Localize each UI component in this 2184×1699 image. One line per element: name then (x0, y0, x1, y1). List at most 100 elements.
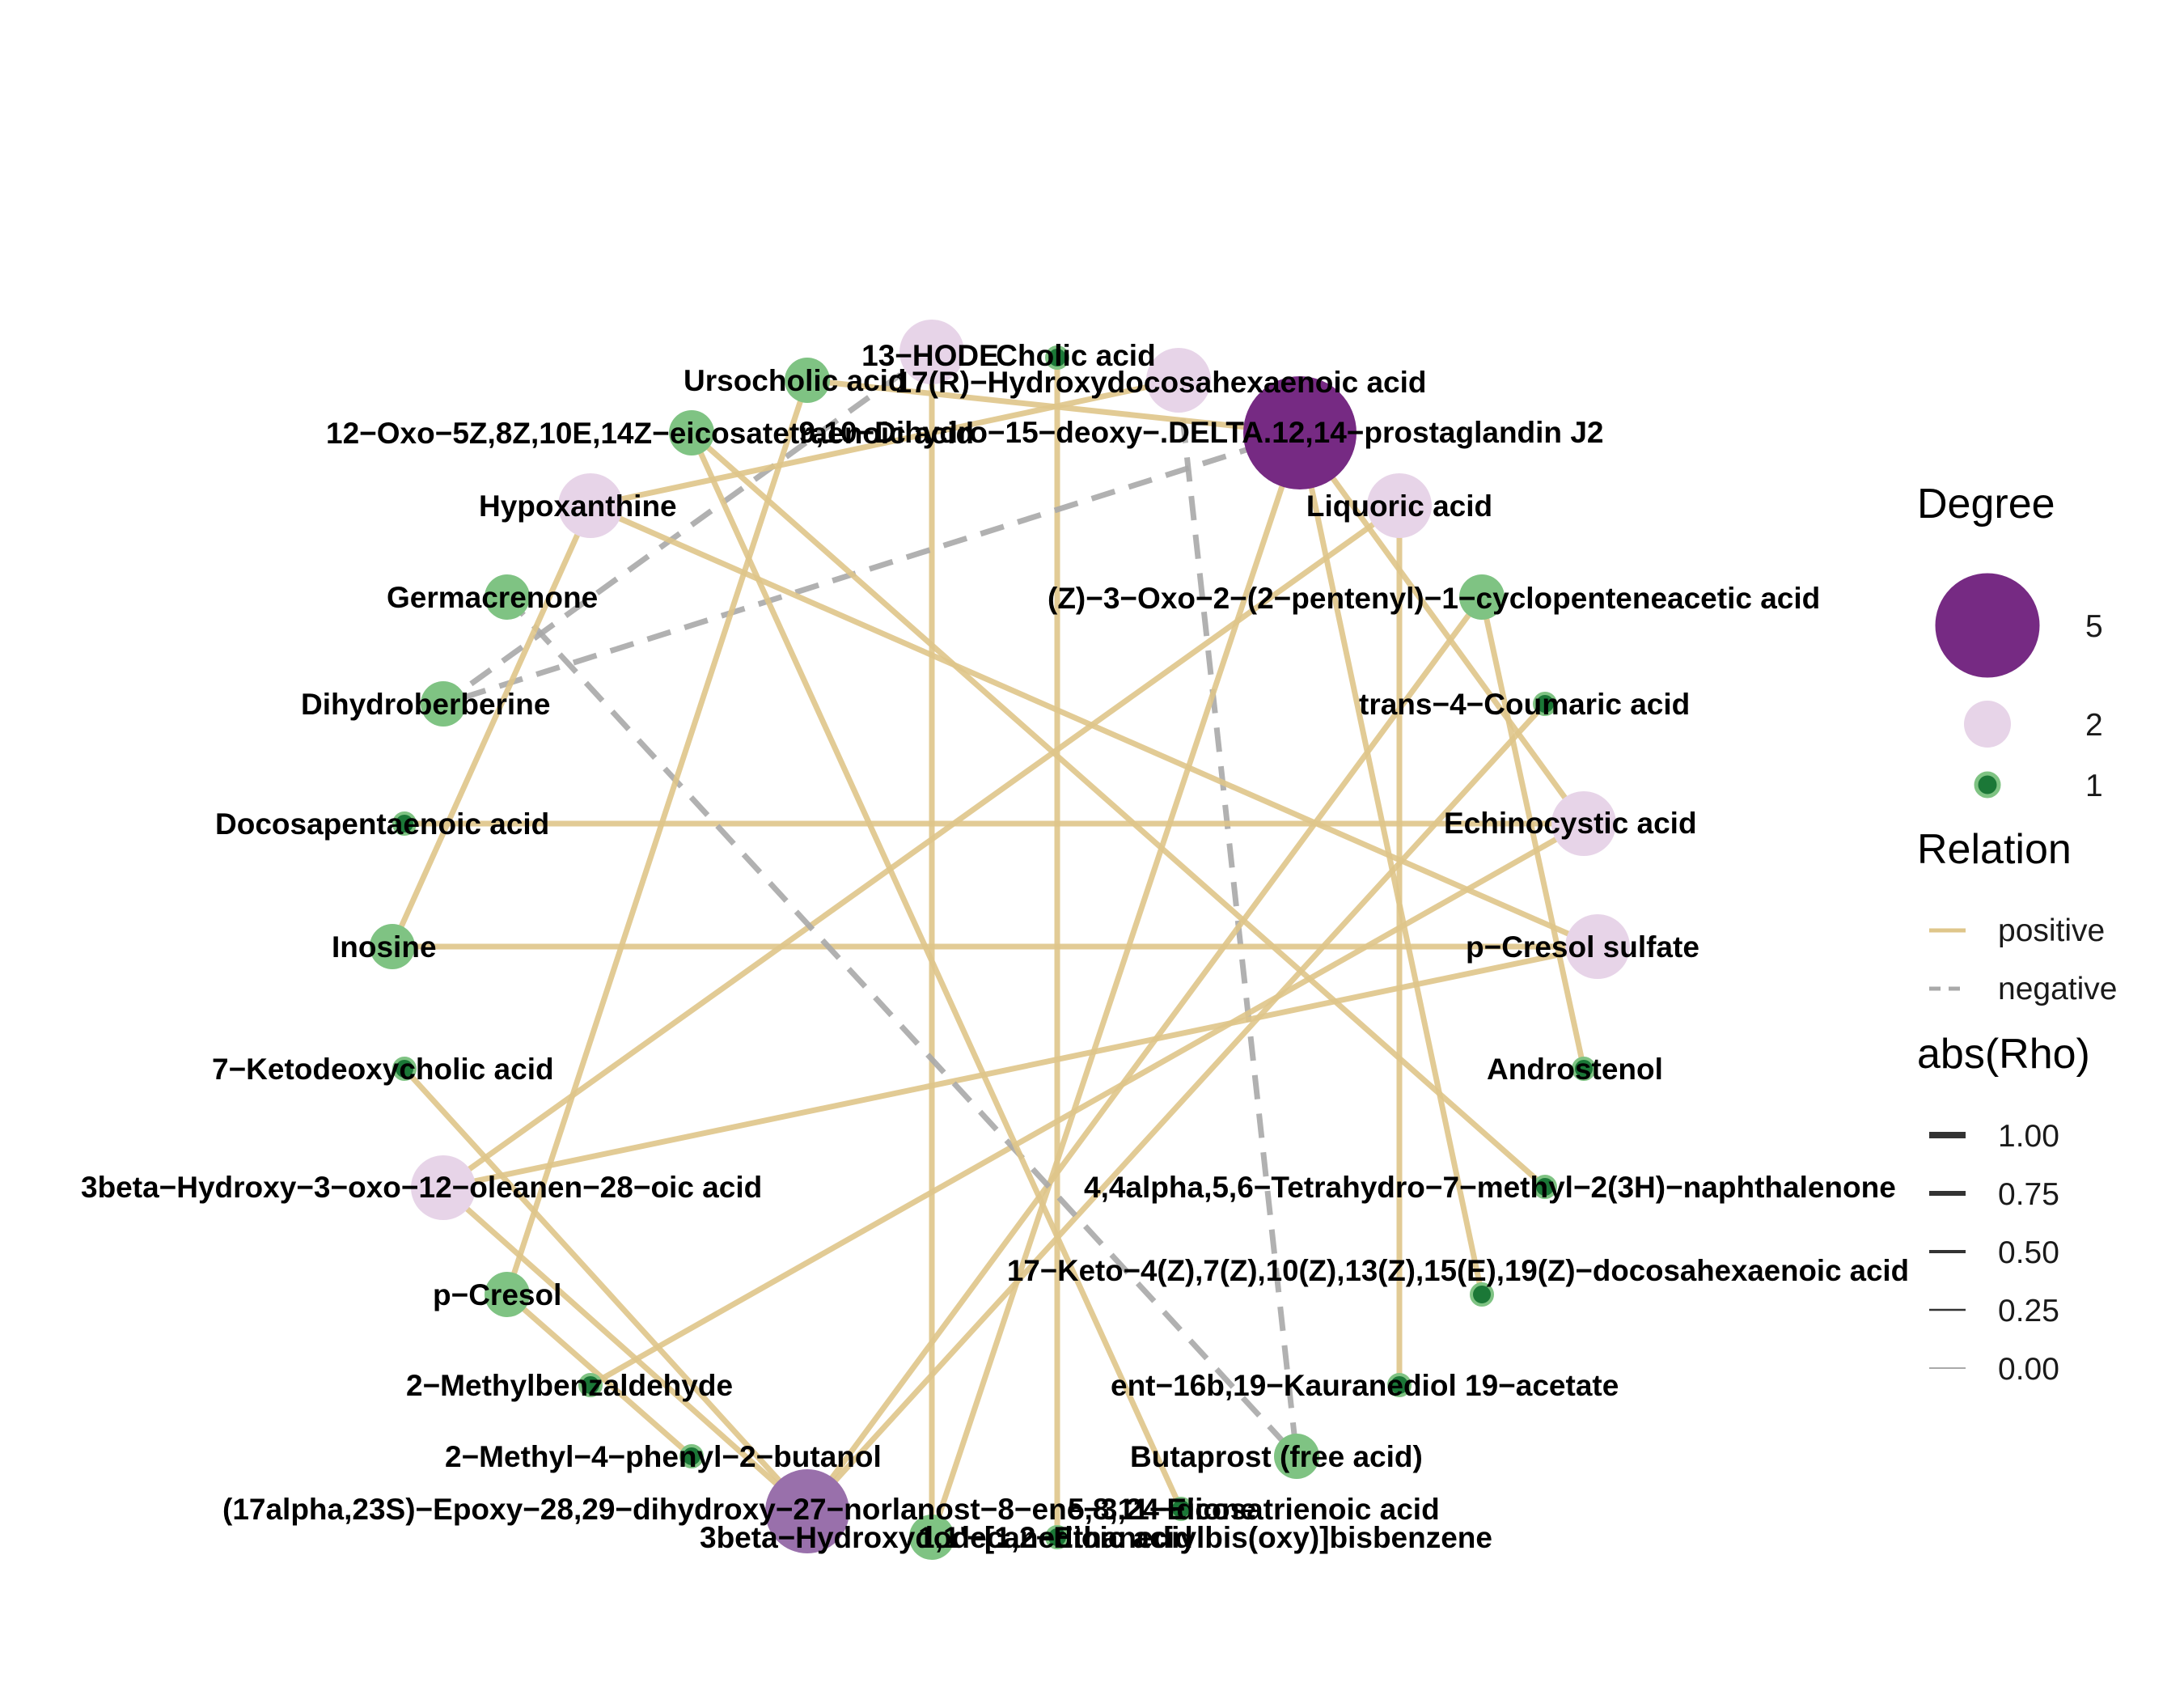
edge-germacrenone-butaprost (505, 595, 1299, 1459)
node-label-docosapentaenoic: Docosapentaenoic acid (215, 807, 549, 841)
node-label-liquoric: Liquoric acid (1306, 489, 1492, 523)
node-pgj2[interactable] (1243, 376, 1357, 489)
node-label-7keto: 7−Ketodeoxycholic acid (212, 1053, 554, 1086)
node-label-17rhydroxy: 17(R)−Hydroxydocosahexaenoic acid (895, 366, 1426, 399)
node-pcresol[interactable] (485, 1272, 530, 1317)
node-label-methylbenzaldehyde: 2−Methylbenzaldehyde (406, 1369, 733, 1402)
node-label-naphthal: 4,4alpha,5,6−Tetrahydro−7−methyl−2(3H)−n… (1084, 1171, 1896, 1204)
relation-legend-negative-label: negative (1998, 972, 2117, 1006)
node-liquoric[interactable] (1367, 473, 1432, 538)
edge-z3oxo-epoxy (805, 595, 1484, 1514)
edges-layer (389, 350, 1599, 1539)
node-kauranediol[interactable] (1387, 1373, 1412, 1397)
node-ursocholic[interactable] (785, 358, 830, 403)
node-17keto[interactable] (1470, 1282, 1494, 1307)
edge-liquoric-oleanen (441, 503, 1402, 1190)
degree-legend-title: Degree (1917, 481, 2055, 527)
edge-17rhydroxy-hypoxanthine (590, 377, 1179, 509)
edge-ursocholic-pcresol (504, 379, 811, 1296)
degree-legend-label-5: 5 (2085, 609, 2103, 644)
node-label-dihydroberberine: Dihydroberberine (301, 688, 550, 721)
node-inosine[interactable] (370, 924, 415, 969)
node-label-hydroxydodecanedioic: 3beta−Hydroxydodecanedioic acid (700, 1521, 1193, 1554)
node-echinocystic[interactable] (1551, 791, 1616, 856)
node-label-13hode: 13−HODE (861, 339, 999, 372)
edge-pgj2-ursocholic (806, 377, 1301, 436)
node-docosapentaenoic[interactable] (392, 811, 417, 836)
node-bisbenzene[interactable] (1045, 1525, 1069, 1549)
node-naphthal[interactable] (1533, 1175, 1557, 1199)
node-7keto[interactable] (392, 1057, 417, 1081)
edge-z3oxo-androstenol (1479, 596, 1587, 1070)
degree-legend-swatch-2 (1964, 701, 2011, 748)
node-cholic[interactable] (1045, 345, 1069, 370)
node-label-oleanen: 3beta−Hydroxy−3−oxo−12−oleanen−28−oic ac… (81, 1171, 762, 1204)
node-label-eicosatrienoic: 5,8,11−Eicosatrienoic acid (1068, 1493, 1440, 1526)
degree-legend-label-2: 2 (2085, 708, 2103, 743)
node-label-cholic: Cholic acid (996, 339, 1155, 372)
node-hypoxanthine[interactable] (558, 473, 623, 538)
node-label-12oxo: 12−Oxo−5Z,8Z,10E,14Z−eicosatetraenoic ac… (326, 417, 974, 450)
node-label-z3oxo: (Z)−3−Oxo−2−(2−pentenyl)−1−cyclopentenea… (1048, 582, 1820, 615)
node-androstenol[interactable] (1572, 1057, 1596, 1081)
rho-legend-title: abs(Rho) (1917, 1031, 2090, 1078)
edge-epoxy-oleanen (441, 1185, 810, 1514)
relation-legend-title: Relation (1917, 826, 2072, 873)
node-17rhydroxy[interactable] (1146, 348, 1211, 413)
node-label-butaprost: Butaprost (free acid) (1130, 1440, 1423, 1473)
relation-legend-positive-label: positive (1998, 913, 2105, 948)
node-label-pgj2: 9,10−Dihydro−15−deoxy−.DELTA.12,14−prost… (799, 416, 1604, 449)
edge-13hode-dihydroberberine (441, 350, 934, 706)
rho-legend-label-3: 0.50 (1998, 1235, 2059, 1270)
node-13hode[interactable] (899, 320, 964, 384)
node-label-pcresolsulfate: p−Cresol sulfate (1466, 930, 1699, 964)
rho-legend-label-1: 1.00 (1998, 1119, 2059, 1154)
node-label-pcresol: p−Cresol (433, 1278, 561, 1311)
nodes-layer (370, 320, 1630, 1560)
node-pcresolsulfate[interactable] (1565, 914, 1630, 979)
node-oleanen[interactable] (411, 1155, 476, 1220)
node-methylbenzaldehyde[interactable] (578, 1373, 603, 1397)
node-z3oxo[interactable] (1459, 574, 1505, 620)
node-dihydroberberine[interactable] (421, 681, 466, 727)
edge-coumaric-epoxy (805, 701, 1547, 1514)
legend: Degree 5 2 1 Relation positive negative … (1917, 481, 2117, 1387)
degree-legend-swatch-5 (1932, 570, 2042, 680)
node-12oxo[interactable] (669, 410, 714, 455)
node-epoxy[interactable] (765, 1469, 849, 1553)
edge-echinocystic-methylbenzaldehyde (589, 820, 1585, 1388)
node-coumaric[interactable] (1533, 692, 1557, 716)
edge-17rhydroxy-butaprost (1175, 379, 1300, 1457)
edge-naphthal-12oxo (689, 430, 1547, 1189)
rho-legend-label-5: 0.00 (1998, 1352, 2059, 1387)
node-label-kauranediol: ent−16b,19−Kauranediol 19−acetate (1111, 1369, 1619, 1402)
edge-pgj2-hydroxydodecanedioic (929, 431, 1303, 1539)
rho-legend-label-2: 0.75 (1998, 1177, 2059, 1212)
edge-pgj2-echinocystic (1297, 430, 1586, 826)
node-label-bisbenzene: 1,1'−[1,2−Ethanediylbis(oxy)]bisbenzene (918, 1521, 1492, 1554)
node-label-methylphenylbutanol: 2−Methyl−4−phenyl−2−butanol (445, 1440, 882, 1473)
node-methylphenylbutanol[interactable] (679, 1444, 704, 1468)
edge-7keto-epoxy (402, 1066, 810, 1514)
rho-legend-label-4: 0.25 (1998, 1294, 2059, 1328)
node-label-germacrenone: Germacrenone (387, 581, 598, 614)
node-butaprost[interactable] (1274, 1434, 1319, 1479)
node-label-ursocholic: Ursocholic acid (684, 364, 907, 397)
node-label-17keto: 17−Keto−4(Z),7(Z),10(Z),13(Z),15(E),19(Z… (1007, 1254, 1909, 1287)
node-label-coumaric: trans−4−Coumaric acid (1359, 688, 1690, 721)
node-label-androstenol: Androstenol (1487, 1053, 1663, 1086)
node-eicosatrienoic[interactable] (1169, 1497, 1193, 1521)
degree-legend-label-1: 1 (2085, 769, 2103, 803)
edge-12oxo-eicosatrienoic (688, 431, 1184, 1510)
edge-hypoxanthine-inosine (389, 504, 594, 948)
node-hydroxydodecanedioic[interactable] (909, 1515, 954, 1560)
edge-pgj2-17keto (1297, 432, 1485, 1295)
edge-pcresol-methylphenylbutanol (505, 1292, 694, 1459)
edge-pgj2-dihydroberberine (442, 430, 1302, 707)
node-germacrenone[interactable] (485, 574, 530, 620)
node-label-inosine: Inosine (332, 930, 437, 964)
node-label-epoxy: (17alpha,23S)−Epoxy−28,29−dihydroxy−27−n… (222, 1493, 1256, 1526)
node-label-hypoxanthine: Hypoxanthine (479, 489, 677, 523)
